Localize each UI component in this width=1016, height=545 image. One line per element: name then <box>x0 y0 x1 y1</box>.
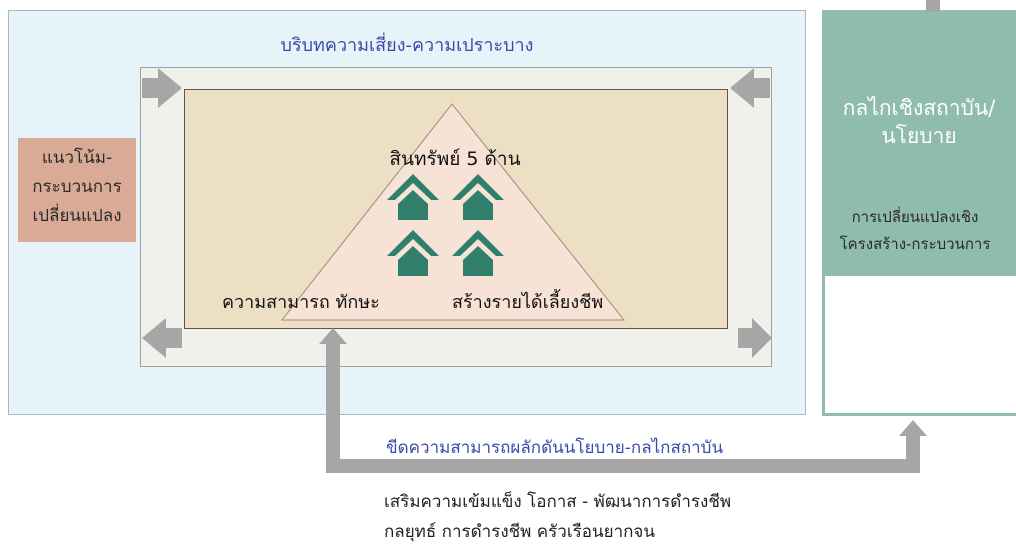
arrow-up-icon <box>899 420 927 436</box>
livelihood-label: สร้างรายได้เลี้ยงชีพ <box>452 292 604 313</box>
trends-line-1: แนวโน้ม- <box>41 148 113 168</box>
institutions-desc-line-2: โครงสร้าง-กระบวนการ <box>839 235 991 253</box>
institutions-description: การเปลี่ยนแปลงเชิง โครงสร้าง-กระบวนการ <box>812 204 1016 258</box>
vulnerability-context-title: บริบทความเสี่ยง-ความเปราะบาง <box>280 35 534 56</box>
strategy-line-1: เสริมความเข้มแข็ง โอกาส - พัฒนาการดำรงชี… <box>384 492 732 512</box>
arrow-up-stem <box>926 0 940 12</box>
institutions-title: กลไกเชิงสถาบัน/ นโยบาย <box>822 94 1016 150</box>
feedback-arrow-line <box>326 344 920 473</box>
arrow-right-icon <box>142 68 182 108</box>
assets-title: สินทรัพย์ 5 ด้าน <box>389 148 521 170</box>
trends-line-3: เปลี่ยนแปลง <box>32 206 122 226</box>
institutions-header-fill <box>822 10 1016 276</box>
arrow-up-icon <box>319 328 347 344</box>
house-icon <box>387 230 439 276</box>
house-icon <box>387 174 439 220</box>
house-icon <box>452 230 504 276</box>
capacity-label: ขีดความสามารถผลักดันนโยบาย-กลไกสถาบัน <box>386 438 724 458</box>
capability-label: ความสามารถ ทักษะ <box>222 292 380 313</box>
institutions-title-line-1: กลไกเชิงสถาบัน/ <box>842 96 996 120</box>
strategy-line-2: กลยุทธ์ การดำรงชีพ ครัวเรือนยากจน <box>384 522 655 542</box>
house-icon <box>452 174 504 220</box>
arrow-left-icon <box>730 68 770 108</box>
arrow-left-icon <box>142 318 182 358</box>
trends-box: แนวโน้ม- กระบวนการ เปลี่ยนแปลง <box>18 138 136 242</box>
trends-line-2: กระบวนการ <box>32 177 122 197</box>
assets-triangle <box>280 103 626 321</box>
institutions-title-line-2: นโยบาย <box>881 124 957 148</box>
arrow-right-icon <box>738 318 772 358</box>
institutions-desc-line-1: การเปลี่ยนแปลงเชิง <box>851 208 979 226</box>
